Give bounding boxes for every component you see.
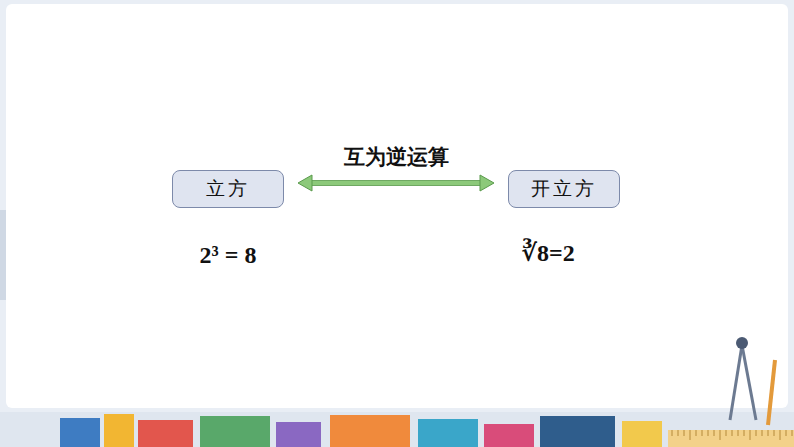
- box-label: 开立方: [531, 176, 597, 202]
- edge-label: 互为逆运算: [341, 143, 452, 171]
- concept-box: 立方: [172, 170, 284, 208]
- formula-label: ∛8=2: [521, 238, 574, 267]
- formula-label: 2³ = 8: [200, 242, 257, 269]
- concept-box: 开立方: [508, 170, 620, 208]
- box-label: 立方: [206, 176, 250, 202]
- double-arrow: [298, 175, 494, 191]
